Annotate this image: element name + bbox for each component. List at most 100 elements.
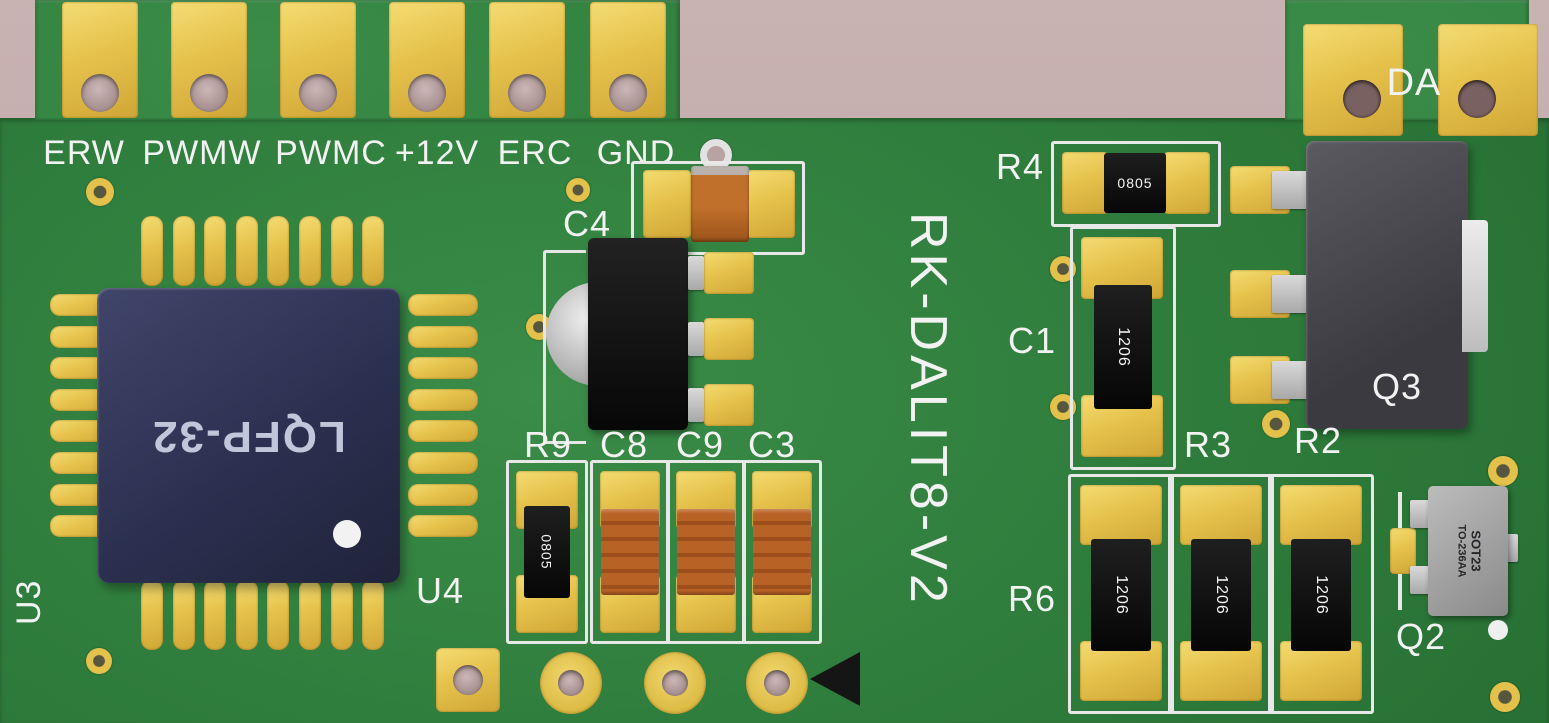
label-u4: U4 (416, 570, 465, 611)
q3-lead (1272, 275, 1308, 313)
r4-body: 0805 (1104, 153, 1166, 213)
r6-pad (1080, 641, 1162, 701)
via (1490, 682, 1520, 712)
lqfp-pin-pad (141, 580, 163, 650)
connector-pad-gnd (590, 2, 666, 118)
lqfp-pin-pad (408, 294, 478, 316)
lqfp-pin-pad (408, 326, 478, 348)
label-c3: C3 (747, 424, 797, 465)
connector-hole (1458, 80, 1496, 118)
connector-pad-da-1 (1303, 24, 1403, 136)
mount-hole (558, 670, 584, 696)
connector-hole (1343, 80, 1381, 118)
mount-pad-round (644, 652, 706, 714)
r4-pad (1164, 152, 1210, 214)
c4-capacitor-body (691, 166, 749, 242)
q2-transistor-body: SOT23 TO-236AA (1428, 486, 1508, 616)
mount-hole (764, 670, 790, 696)
mount-hole (662, 670, 688, 696)
r3-marking: 1206 (1213, 575, 1230, 615)
lqfp-pin-pad (331, 216, 353, 286)
label-r4: R4 (996, 146, 1045, 187)
label-pwmw: PWMW (142, 134, 262, 172)
c9-body (677, 509, 735, 595)
u3-pin1-dot (333, 520, 361, 548)
connector-pad-da-2 (1438, 24, 1538, 136)
sot-lead (688, 256, 704, 290)
board-tab-left (35, 0, 680, 120)
connector-hole (408, 74, 446, 112)
lqfp-pin-pad (408, 484, 478, 506)
r2-marking: 1206 (1313, 575, 1330, 615)
via (86, 648, 112, 674)
lqfp-pin-pad (299, 580, 321, 650)
r6-pad (1080, 485, 1162, 545)
c8-footprint (590, 460, 670, 644)
label-c4: C4 (563, 203, 612, 244)
lqfp-pin-pad (267, 216, 289, 286)
c1-marking: 1206 (1115, 327, 1132, 367)
mount-pad-round (540, 652, 602, 714)
label-r3: R3 (1184, 424, 1233, 465)
connector-pad-pwmc (280, 2, 356, 118)
connector-pad-pwmw (171, 2, 247, 118)
sot-transistor-body (588, 238, 688, 430)
label-pwmc: PWMC (275, 134, 387, 172)
label-q3: Q3 (1372, 366, 1423, 407)
c3-footprint (742, 460, 822, 644)
sot-lead (688, 322, 704, 356)
r9-body: 0805 (524, 506, 570, 598)
connector-hole (508, 74, 546, 112)
r6-body: 1206 (1091, 539, 1151, 651)
lqfp-pin-pad (408, 389, 478, 411)
connector-hole (190, 74, 228, 112)
q2-lead (1410, 566, 1430, 594)
via (1488, 456, 1518, 486)
r2-body: 1206 (1291, 539, 1351, 651)
label-c8: C8 (599, 424, 649, 465)
lqfp-pin-pad (362, 580, 384, 650)
connector-hole (299, 74, 337, 112)
via (86, 178, 114, 206)
q2-dot (1488, 620, 1508, 640)
sot-pad (704, 318, 754, 360)
r4-marking: 0805 (1117, 175, 1153, 191)
r3-pad (1180, 485, 1262, 545)
r3-footprint: 1206 (1168, 474, 1274, 714)
r9-marking: 0805 (539, 534, 555, 570)
lqfp-pin-pad (267, 580, 289, 650)
r6-footprint: 1206 (1068, 474, 1174, 714)
sot-lead (688, 388, 704, 422)
lqfp-pin-pad (331, 580, 353, 650)
label-r6: R6 (1008, 578, 1057, 619)
c1-footprint: 1206 (1070, 226, 1176, 470)
lqfp-pin-pad (141, 216, 163, 286)
r3-pad (1180, 641, 1262, 701)
via (1262, 410, 1290, 438)
lqfp-pin-pad (236, 216, 258, 286)
q2-marking-line2: TO-236AA (1454, 524, 1467, 578)
lqfp-pin-pad (408, 420, 478, 442)
label-c9: C9 (675, 424, 725, 465)
label-c1: C1 (1008, 320, 1057, 361)
sot-pad (704, 384, 754, 426)
q3-lead (1272, 171, 1308, 209)
label-erc: ERC (497, 134, 573, 172)
sot-silkscreen-bracket (543, 250, 586, 444)
r3-body: 1206 (1191, 539, 1251, 651)
c1-body: 1206 (1094, 285, 1152, 409)
board-title: RK-DALIT8-V2 (899, 212, 957, 607)
connector-pad-erw (62, 2, 138, 118)
r6-marking: 1206 (1113, 575, 1130, 615)
connector-hole (81, 74, 119, 112)
lqfp-pin-pad (204, 216, 226, 286)
u3-package-marking: LQFP-32 (151, 411, 346, 461)
label-u3: U3 (10, 579, 48, 625)
lqfp-pin-pad (204, 580, 226, 650)
polarity-triangle (810, 652, 860, 706)
c3-body (753, 509, 811, 595)
r2-pad (1280, 485, 1362, 545)
mount-hole (453, 665, 483, 695)
r4-footprint: 0805 (1051, 141, 1221, 227)
lqfp-pin-pad (408, 357, 478, 379)
